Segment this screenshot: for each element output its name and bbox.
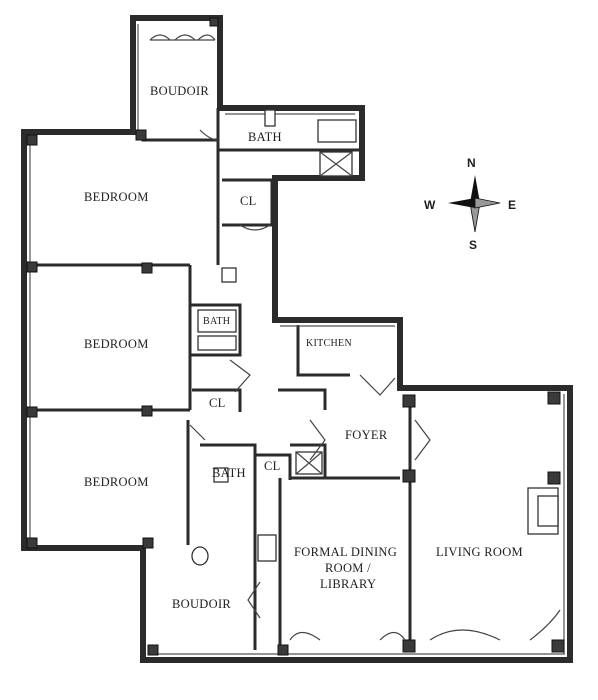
interior-walls	[30, 108, 412, 655]
room-label-dining-line-2: ROOM /	[325, 561, 371, 575]
room-label-bath-top: BATH	[248, 130, 282, 144]
exterior-walls	[21, 15, 573, 663]
room-label-kitchen: KITCHEN	[306, 338, 352, 349]
bath-fixtures	[191, 109, 357, 566]
room-label-closet-top: CL	[240, 194, 257, 208]
room-label-living-room: LIVING ROOM	[436, 545, 523, 559]
compass-west-label: W	[424, 198, 436, 212]
inner-wall-lines	[29, 24, 565, 655]
room-label-closet-low: CL	[264, 459, 281, 473]
room-label-boudoir-bottom: BOUDOIR	[172, 597, 232, 611]
compass-rose	[448, 175, 501, 233]
room-label-bedroom-1: BEDROOM	[84, 190, 149, 204]
room-label-bedroom-2: BEDROOM	[84, 337, 149, 351]
room-label-dining-line-3: LIBRARY	[320, 577, 377, 591]
room-label-bath-low: BATH	[212, 466, 246, 480]
compass-east-label: E	[508, 198, 517, 212]
fireplace	[527, 487, 559, 535]
compass-north-label: N	[467, 156, 476, 170]
window-bay	[149, 34, 216, 41]
room-label-dining-line-1: FORMAL DINING	[294, 545, 398, 559]
room-label-bath-mid: BATH	[203, 316, 231, 327]
pillars	[26, 17, 565, 656]
room-label-closet-mid: CL	[209, 396, 226, 410]
room-label-boudoir-top: BOUDOIR	[150, 84, 210, 98]
room-label-foyer: FOYER	[345, 428, 388, 442]
room-label-bedroom-3: BEDROOM	[84, 475, 149, 489]
compass-south-label: S	[469, 238, 478, 252]
door-swings	[189, 129, 561, 641]
